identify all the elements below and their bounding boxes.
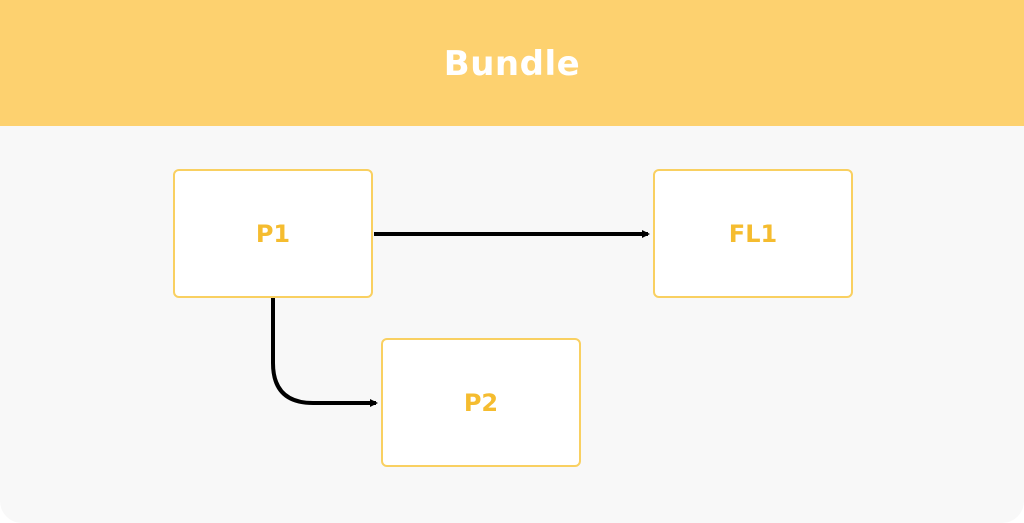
diagram-header: Bundle — [0, 0, 1024, 126]
diagram-title: Bundle — [443, 44, 581, 84]
node-p2[interactable]: P2 — [381, 338, 581, 467]
node-p2-label: P2 — [463, 388, 499, 417]
node-fl1[interactable]: FL1 — [653, 169, 853, 298]
node-p1-label: P1 — [255, 219, 291, 248]
node-p1[interactable]: P1 — [173, 169, 373, 298]
edge-p1-p2 — [271, 298, 378, 407]
node-fl1-label: FL1 — [728, 219, 778, 248]
